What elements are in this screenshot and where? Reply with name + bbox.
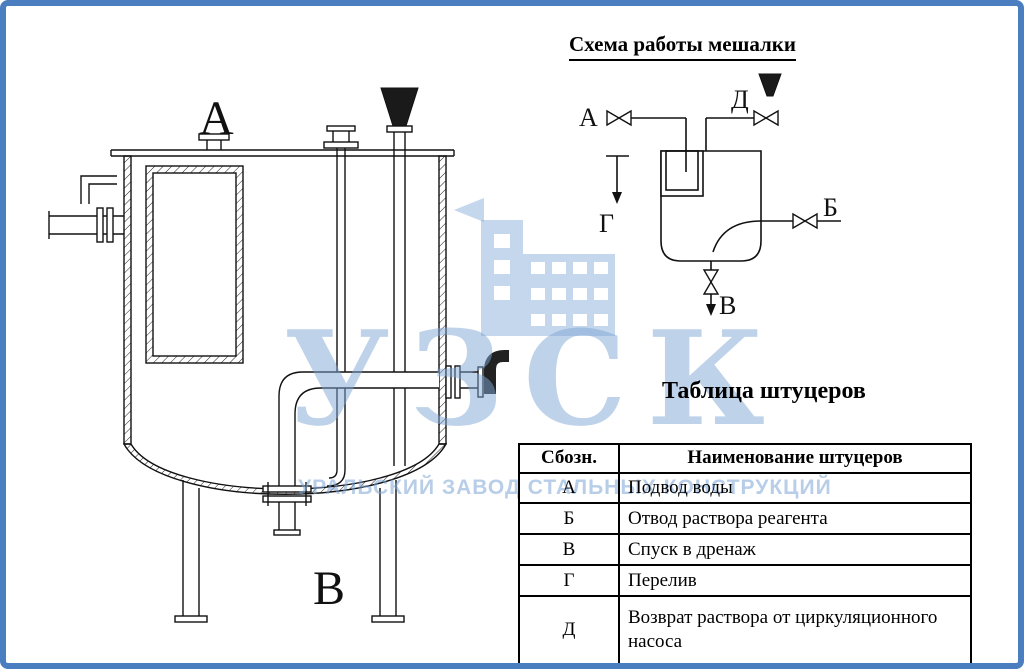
schem-label-a: А	[579, 103, 598, 132]
nozzle-label-v: В	[313, 562, 345, 615]
mixer-flow-schematic: А Д Б Г В	[579, 73, 841, 320]
table-row: Г Перелив	[518, 564, 972, 598]
support-legs	[174, 480, 405, 623]
nozzle-table: Сбозн. Наименование штуцеров А Подвод во…	[518, 443, 972, 663]
col-header-code: Сбозн.	[518, 443, 620, 474]
pipe-bracket	[80, 175, 117, 204]
mixer-tank-drawing: А В	[48, 87, 509, 623]
bottom-outlet	[262, 482, 312, 536]
table-row: Б Отвод раствора реагента	[518, 502, 972, 536]
valve-v	[702, 269, 720, 284]
nozzle-code: Г	[518, 564, 620, 598]
nozzle-table-title: Таблица штуцеров	[662, 378, 866, 404]
nozzle-code: А	[518, 471, 620, 505]
tank-body	[110, 149, 455, 495]
schematic-title: Схема работы мешалки	[569, 32, 796, 61]
elbow-pipe	[278, 350, 509, 486]
nozzle-name: Подвод воды	[618, 471, 972, 505]
nozzle-name: Возврат раствора от циркуляционного насо…	[618, 595, 972, 663]
inner-compartment	[145, 133, 244, 364]
table-header-row: Сбозн. Наименование штуцеров	[518, 443, 972, 474]
nozzle-code: Б	[518, 502, 620, 536]
table-row: Д Возврат раствора от циркуляционного на…	[518, 595, 972, 663]
schem-label-b: Б	[823, 193, 838, 222]
nozzle-name: Перелив	[618, 564, 972, 598]
schem-label-d: Д	[731, 85, 749, 114]
schem-label-g: Г	[599, 209, 614, 238]
nozzle-code: В	[518, 533, 620, 567]
center-dip-tube	[323, 125, 359, 487]
drain-arrow	[706, 304, 716, 316]
nozzle-label-a: А	[199, 92, 234, 145]
valve-a	[606, 109, 621, 127]
col-header-name: Наименование штуцеров	[618, 443, 972, 474]
side-nozzle	[48, 207, 124, 243]
schem-label-v: В	[719, 291, 736, 320]
table-row: В Спуск в дренаж	[518, 533, 972, 567]
funnel-cone	[380, 87, 419, 466]
valve-b	[792, 212, 807, 230]
valve-d	[753, 109, 768, 127]
nozzle-code: Д	[518, 595, 620, 663]
schematic-tank	[660, 150, 762, 262]
nozzle-name: Отвод раствора реагента	[618, 502, 972, 536]
nozzle-name: Спуск в дренаж	[618, 533, 972, 567]
schematic-cone	[758, 73, 782, 97]
table-row: А Подвод воды	[518, 471, 972, 505]
overflow-arrow	[612, 192, 622, 204]
